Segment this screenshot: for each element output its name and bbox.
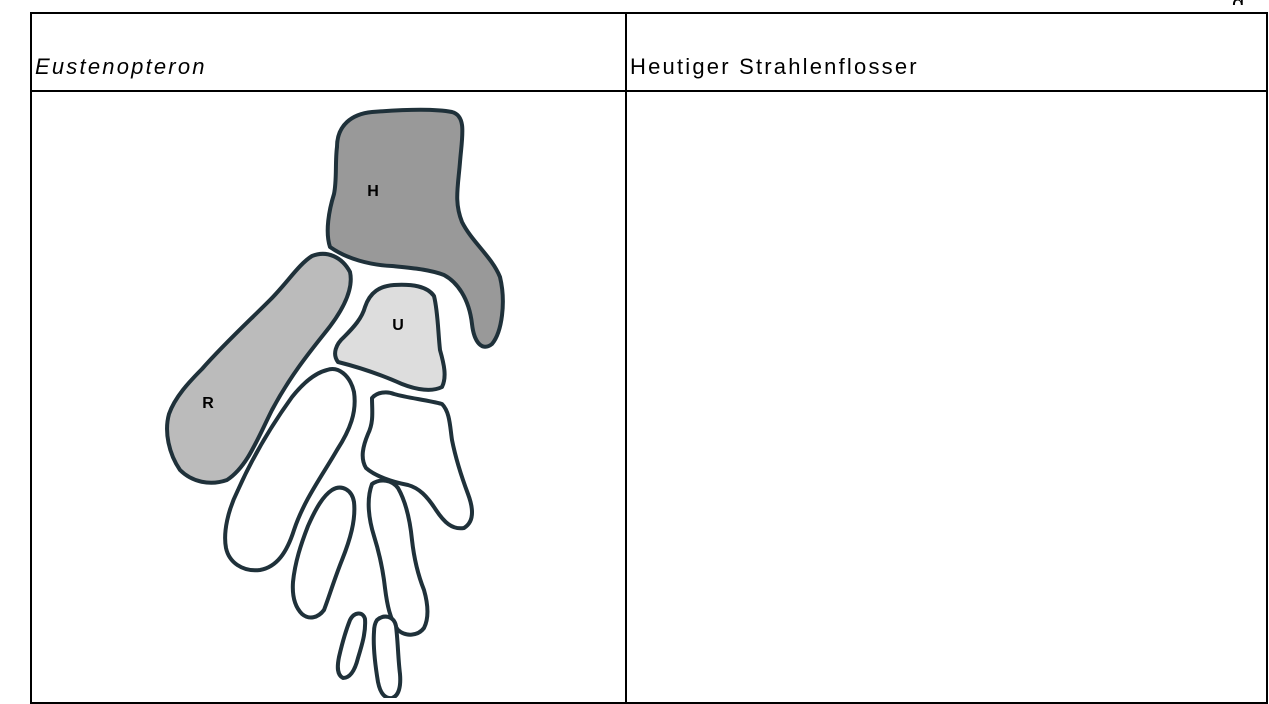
distal-bone-4 bbox=[366, 478, 430, 637]
header-cell-eustenopteron: Eustenopteron bbox=[30, 12, 627, 92]
humerus-label: H bbox=[367, 183, 379, 200]
table-header-row: Eustenopteron Heutiger Strahlenflosser bbox=[30, 12, 1268, 92]
distal-bone-1 bbox=[223, 367, 357, 573]
distal-bone-3 bbox=[290, 485, 357, 620]
header-cell-ray-finned-fish: Heutiger Strahlenflosser bbox=[625, 12, 1268, 92]
ulna-label: U bbox=[392, 317, 404, 334]
comparison-table: Eustenopteron Heutiger Strahlenflosser bbox=[30, 12, 1268, 704]
eustenopteron-header: Eustenopteron bbox=[35, 54, 207, 79]
radius-bone bbox=[165, 251, 353, 485]
distal-bone-2 bbox=[360, 390, 475, 531]
bone-labels: H U R bbox=[202, 183, 404, 412]
fin-skeleton-diagram: H U R bbox=[165, 107, 505, 698]
distal-bone-5 bbox=[335, 611, 368, 680]
ulna-bone bbox=[333, 282, 447, 392]
eustenopteron-figure-cell: H U R bbox=[30, 90, 627, 704]
ray-finned-fish-figure-cell bbox=[625, 90, 1268, 704]
page-corner-fragment: g bbox=[1232, 0, 1252, 5]
distal-bone-6 bbox=[371, 614, 403, 698]
radius-label: R bbox=[202, 395, 214, 412]
ray-finned-fish-header: Heutiger Strahlenflosser bbox=[630, 54, 919, 79]
table-figure-row: H U R bbox=[30, 90, 1268, 704]
humerus-bone bbox=[325, 107, 505, 349]
